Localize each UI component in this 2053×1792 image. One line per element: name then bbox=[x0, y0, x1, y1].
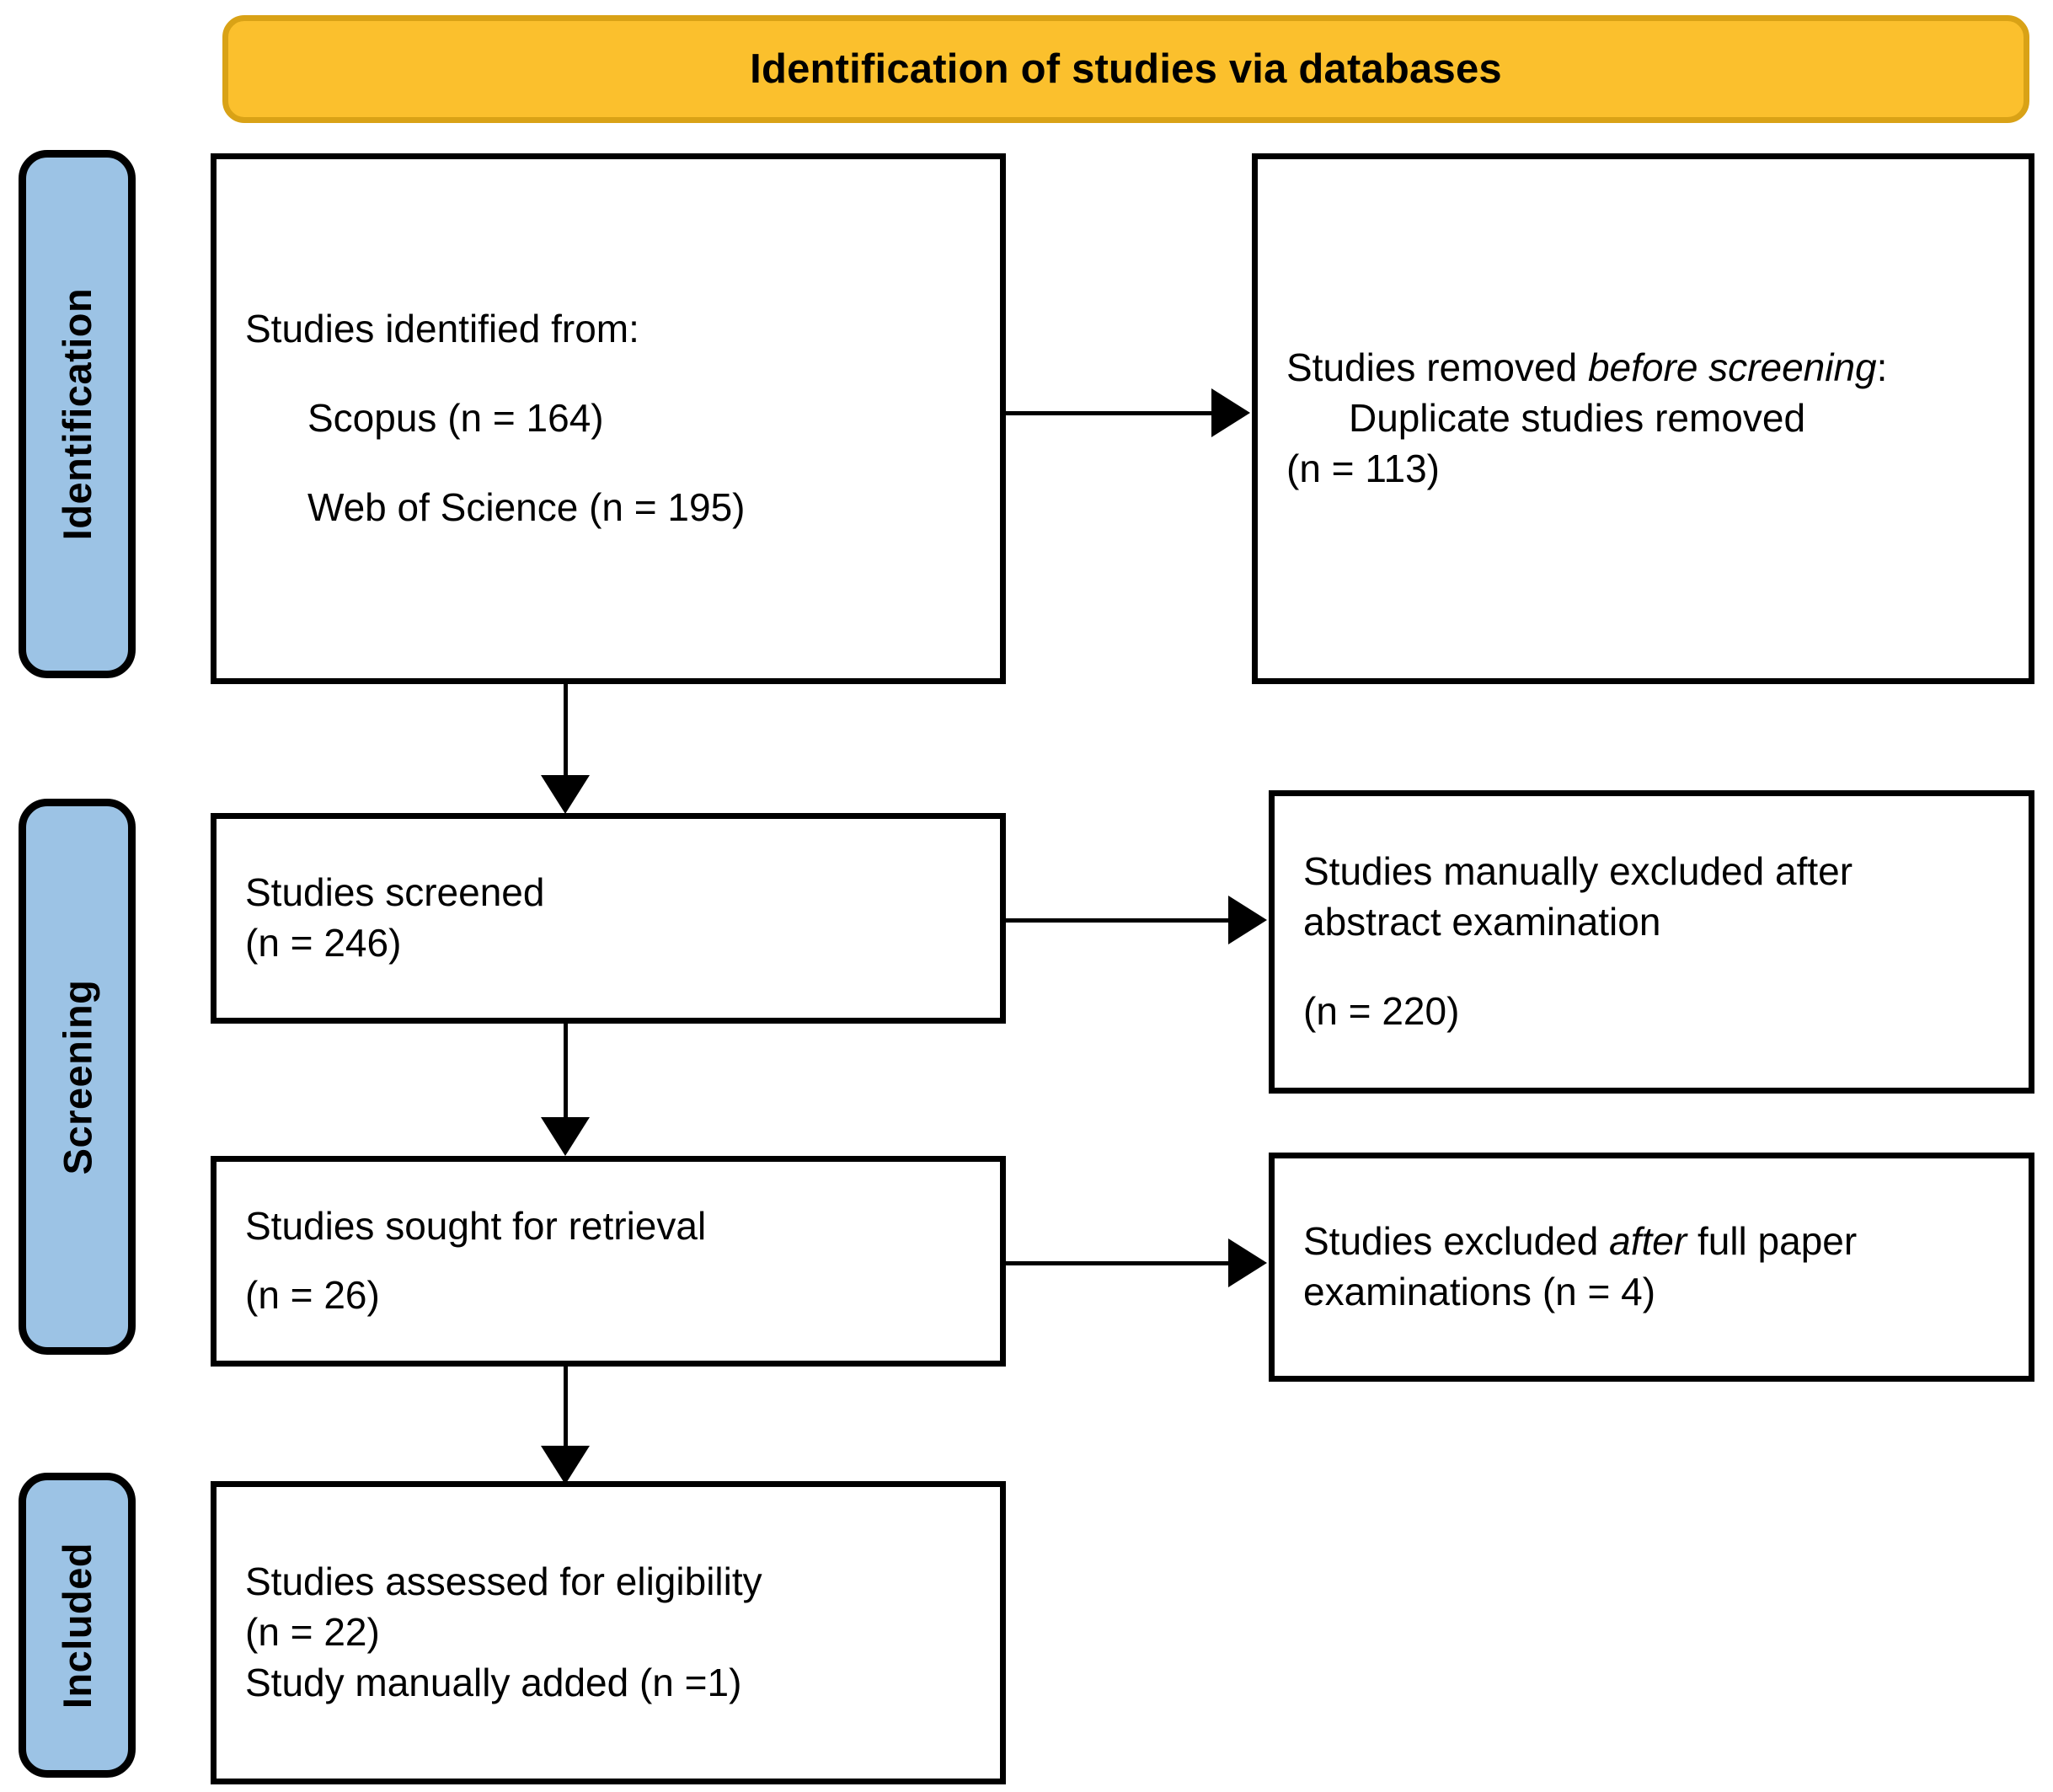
box-excluded-after-abstract: Studies manually excluded after abstract… bbox=[1269, 790, 2034, 1094]
studies-screened-count: (n = 246) bbox=[245, 921, 402, 965]
spacer bbox=[1303, 948, 2000, 987]
box-studies-assessed-for-eligibility: Studies assessed for eligibility (n = 22… bbox=[211, 1481, 1006, 1784]
stage-label-identification: Identification bbox=[19, 150, 136, 678]
stage-label-included-text: Included bbox=[55, 1542, 100, 1709]
spacer bbox=[245, 1252, 971, 1270]
excluded-full-emphasis: after bbox=[1609, 1219, 1687, 1264]
box-studies-sought-for-retrieval: Studies sought for retrieval (n = 26) bbox=[211, 1156, 1006, 1367]
excluded-full-line-2: examinations (n = 4) bbox=[1303, 1270, 1656, 1313]
banner-title: Identification of studies via databases bbox=[750, 46, 1502, 92]
studies-identified-scopus: Scopus (n = 164) bbox=[307, 396, 604, 441]
arrow-sought-to-assessed-head-icon bbox=[541, 1446, 590, 1484]
box-studies-screened: Studies screened (n = 246) bbox=[211, 813, 1006, 1024]
arrow-screened-to-excluded-abstract-head-icon bbox=[1228, 896, 1267, 944]
arrow-sought-to-excluded-full-head-icon bbox=[1228, 1238, 1267, 1287]
arrow-identified-to-screened-line bbox=[564, 684, 568, 778]
stage-label-screening: Screening bbox=[19, 799, 136, 1355]
excluded-full-tail: full paper bbox=[1687, 1219, 1858, 1264]
studies-screened-label: Studies screened bbox=[245, 870, 545, 915]
excluded-abstract-count: (n = 220) bbox=[1303, 988, 1460, 1033]
spacer bbox=[245, 444, 971, 483]
excluded-full-line-1: Studies excluded after full paper bbox=[1303, 1217, 2000, 1267]
arrow-identified-to-screened-head-icon bbox=[541, 775, 590, 814]
studies-identified-line-1: Studies identified from: bbox=[245, 307, 639, 351]
studies-removed-heading: Studies removed before screening: bbox=[1286, 343, 2000, 393]
arrow-identified-to-removed-line bbox=[1006, 411, 1215, 415]
studies-sought-count: (n = 26) bbox=[245, 1273, 380, 1317]
studies-removed-colon: : bbox=[1876, 345, 1888, 390]
assessed-count: (n = 22) bbox=[245, 1610, 380, 1655]
studies-removed-lead: Studies removed bbox=[1286, 345, 1588, 390]
studies-removed-duplicates: Duplicate studies removed bbox=[1349, 396, 1806, 441]
arrow-sought-to-excluded-full-line bbox=[1006, 1261, 1232, 1265]
arrow-screened-to-excluded-abstract-line bbox=[1006, 918, 1232, 923]
stage-label-identification-text: Identification bbox=[55, 287, 100, 541]
stage-label-included: Included bbox=[19, 1473, 136, 1778]
arrow-identified-to-removed-head-icon bbox=[1211, 388, 1250, 437]
arrow-screened-to-sought-line bbox=[564, 1024, 568, 1121]
studies-identified-wos: Web of Science (n = 195) bbox=[307, 484, 746, 529]
box-studies-removed: Studies removed before screening: Duplic… bbox=[1252, 153, 2034, 684]
arrow-screened-to-sought-head-icon bbox=[541, 1117, 590, 1156]
spacer bbox=[245, 355, 971, 393]
box-excluded-after-full-paper: Studies excluded after full paper examin… bbox=[1269, 1153, 2034, 1382]
studies-removed-count: (n = 113) bbox=[1286, 446, 1440, 490]
arrow-sought-to-assessed-line bbox=[564, 1367, 568, 1449]
studies-removed-emphasis: before screening bbox=[1587, 345, 1877, 390]
assessed-line-1: Studies assessed for eligibility bbox=[245, 1559, 762, 1604]
diagram-banner: Identification of studies via databases bbox=[222, 15, 2029, 123]
excluded-full-lead: Studies excluded bbox=[1303, 1219, 1610, 1264]
box-studies-identified: Studies identified from: Scopus (n = 164… bbox=[211, 153, 1006, 684]
assessed-manually-added: Study manually added (n =1) bbox=[245, 1660, 742, 1704]
studies-sought-label: Studies sought for retrieval bbox=[245, 1204, 707, 1249]
stage-label-screening-text: Screening bbox=[55, 979, 99, 1174]
excluded-abstract-line-2: abstract examination bbox=[1303, 900, 1661, 944]
excluded-abstract-line-1: Studies manually excluded after bbox=[1303, 849, 1853, 894]
